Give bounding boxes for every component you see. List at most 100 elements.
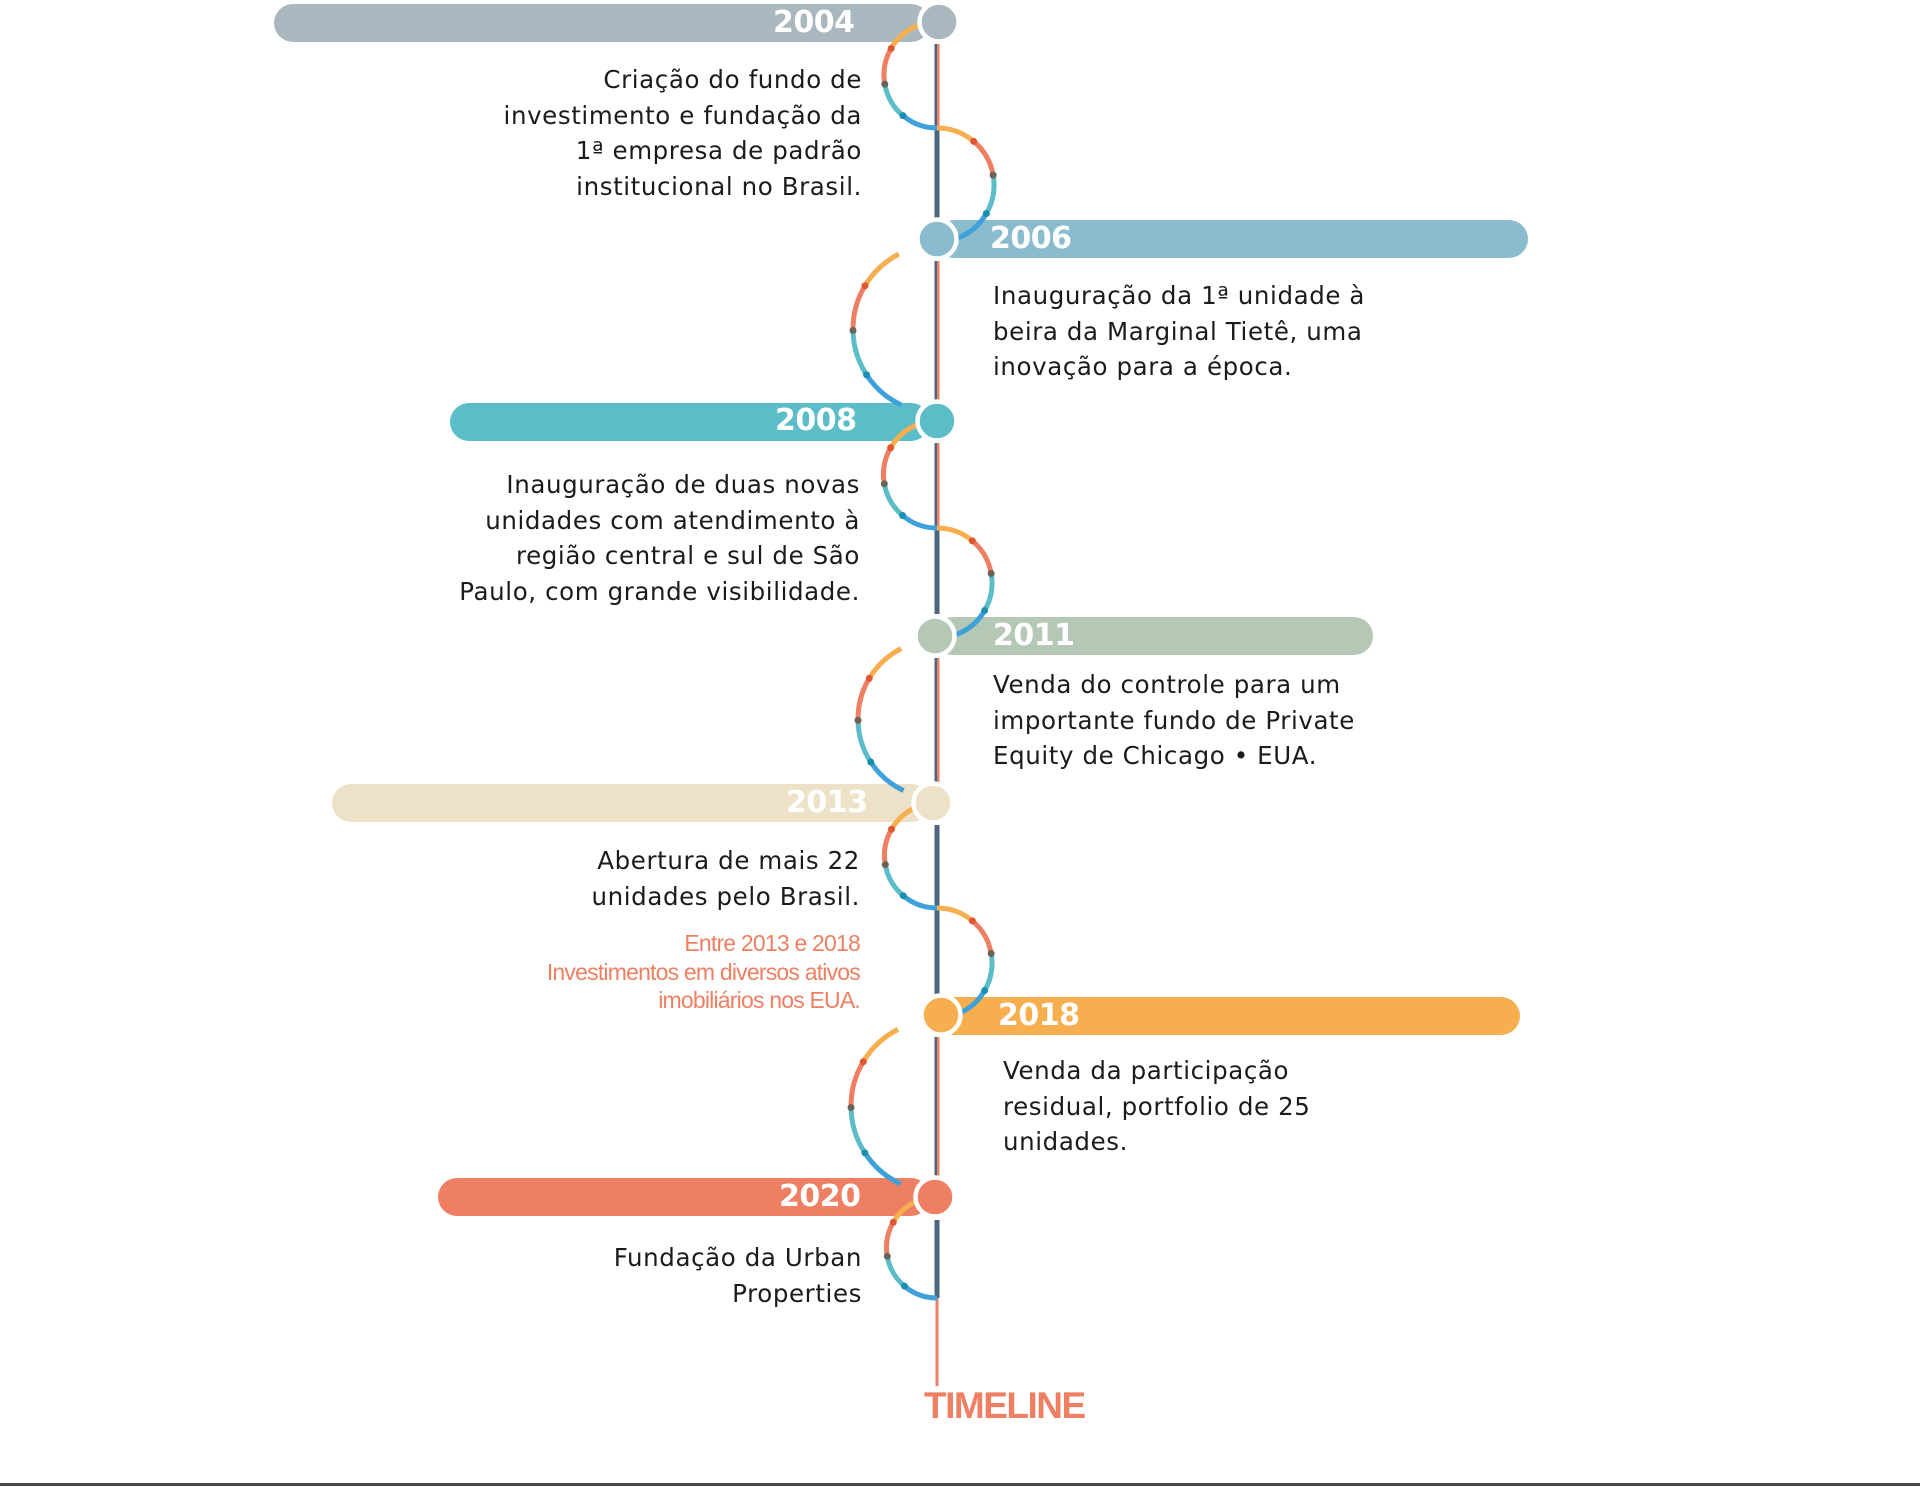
description-line: importante fundo de Private — [993, 705, 1355, 735]
spine-2020 — [934, 1220, 940, 1298]
arc-2013-left-joint-dot — [881, 861, 889, 869]
arc-2006-left-segment — [850, 284, 868, 331]
note-line: imobiliários nos EUA. — [658, 987, 861, 1013]
spine-tail — [935, 1298, 939, 1386]
description-line: Equity de Chicago • EUA. — [993, 741, 1318, 770]
arc-2020-left-joint-dot — [889, 1218, 897, 1226]
arc-2006-left-joint-dot — [849, 326, 857, 334]
description-line: Properties — [732, 1278, 862, 1308]
arc-2008-left-joint-dot — [880, 480, 888, 488]
timeline-node-2008 — [915, 399, 959, 443]
description-line: residual, portfolio de 25 — [1003, 1091, 1311, 1121]
bottom-divider — [0, 1483, 1920, 1486]
arc-2020-left-segment — [884, 1255, 907, 1289]
spine-2008-right — [937, 443, 940, 528]
spine-2011-left — [934, 658, 937, 782]
arc-2011-left-segment — [855, 720, 873, 764]
arc-2013-right-joint-dot — [981, 987, 989, 994]
arc-2011-left-joint-dot — [854, 716, 862, 724]
arc-2013-right-segment — [970, 918, 994, 954]
arc-2006-left-segment — [864, 373, 903, 408]
timeline-node-2013 — [911, 781, 955, 825]
arc-2004-left-segment — [882, 83, 905, 118]
arc-2018-left-segment — [848, 1107, 867, 1155]
arc-2018-left-joint-dot — [847, 1104, 855, 1112]
timeline-node-2020 — [913, 1175, 957, 1219]
arc-2018-left-joint-dot — [859, 1058, 867, 1066]
arc-2008-left-joint-dot — [899, 511, 907, 519]
description-line: institucional no Brasil. — [576, 171, 862, 201]
arc-2008-right-joint-dot — [981, 607, 989, 614]
timeline-title: TIMELINE — [924, 1385, 1086, 1426]
year-label-2020: 2020 — [779, 1179, 861, 1214]
event-description-2004: Criação do fundo de investimento e funda… — [504, 62, 862, 204]
arc-2008-left-segment — [881, 483, 905, 518]
arc-2004-right-joint-dot — [982, 210, 990, 217]
year-label-2013: 2013 — [786, 785, 868, 820]
arc-2013-right-joint-dot — [987, 949, 995, 957]
arc-2011-left-joint-dot — [865, 674, 873, 682]
arc-2004-left-segment — [881, 47, 894, 85]
arc-2004-left-joint-dot — [899, 112, 907, 120]
description-line: beira da Marginal Tietê, uma — [993, 316, 1363, 346]
arc-2020-left-segment — [884, 1221, 896, 1257]
year-label-2018: 2018 — [998, 998, 1080, 1033]
timeline-node-2006 — [915, 217, 959, 261]
arc-2008-right-joint-dot — [968, 537, 976, 545]
event-note-2013-2018: Entre 2013 e 2018 Investimentos em diver… — [546, 929, 861, 1015]
spine-2004-2006 — [934, 128, 940, 218]
arc-2008-right-joint-dot — [987, 569, 995, 577]
arc-2004-right-segment — [984, 174, 997, 215]
arc-2004-left-joint-dot — [881, 80, 889, 88]
event-description-2011: Venda do controle para um importante fun… — [993, 667, 1355, 774]
year-bar-2006 — [935, 220, 1528, 258]
arc-2013-left-joint-dot — [899, 892, 907, 900]
year-bar-2013 — [332, 784, 930, 822]
timeline-node-2011 — [913, 614, 957, 658]
description-line: Venda do controle para um — [993, 670, 1341, 699]
note-line: Investimentos em diversos ativos — [546, 958, 861, 985]
arc-2020-left-joint-dot — [901, 1282, 909, 1290]
arc-2006-left-segment — [862, 251, 901, 288]
year-bar-2011 — [933, 617, 1373, 655]
description-line: Fundação da Urban — [613, 1243, 862, 1272]
description-line: Inauguração de duas novas — [506, 470, 860, 499]
spine-2006-left — [934, 261, 937, 400]
year-label-2006: 2006 — [990, 221, 1072, 256]
spine-2008-left — [934, 443, 937, 528]
arc-2013-left-segment — [882, 828, 894, 866]
description-line: 1ª empresa de padrão — [575, 136, 862, 165]
description-line: região central e sul de São — [515, 541, 860, 570]
arc-2008-right-segment — [970, 538, 994, 574]
year-bar-2008 — [450, 403, 930, 441]
arc-2008-right-segment — [982, 573, 995, 612]
arc-2004-right-joint-dot — [970, 137, 978, 145]
spine-2008-2011 — [934, 528, 940, 614]
arc-2004-left-segment — [901, 113, 938, 131]
year-bar-2004 — [274, 4, 930, 42]
year-label-2008: 2008 — [775, 403, 857, 438]
arc-2013-right-joint-dot — [968, 917, 976, 925]
arc-2020-left-joint-dot — [883, 1252, 891, 1260]
arc-2008-left-segment — [881, 446, 893, 485]
arc-2006-left-segment — [850, 330, 869, 377]
description-line: Inauguração da 1ª unidade à — [993, 281, 1366, 310]
spine-2004-left — [934, 44, 937, 128]
timeline-node-2018 — [919, 993, 963, 1037]
arc-2004-right-segment — [971, 139, 996, 176]
description-line: inovação para a época. — [993, 352, 1293, 381]
arc-2004-right-joint-dot — [989, 171, 997, 179]
arc-2018-left-segment — [848, 1060, 866, 1108]
arc-2011-left-segment — [855, 677, 872, 721]
event-description-2008: Inauguração de duas novas unidades com a… — [459, 467, 860, 609]
arc-2011-left-segment — [867, 646, 903, 680]
arc-2008-left-joint-dot — [887, 444, 895, 452]
arc-2004-left-joint-dot — [887, 45, 895, 52]
year-bar-2020 — [438, 1178, 930, 1216]
year-label-2004: 2004 — [773, 5, 855, 40]
arc-2013-right-segment — [936, 905, 974, 923]
arc-2008-left-segment — [901, 513, 938, 531]
arc-2008-right-segment — [936, 525, 974, 543]
